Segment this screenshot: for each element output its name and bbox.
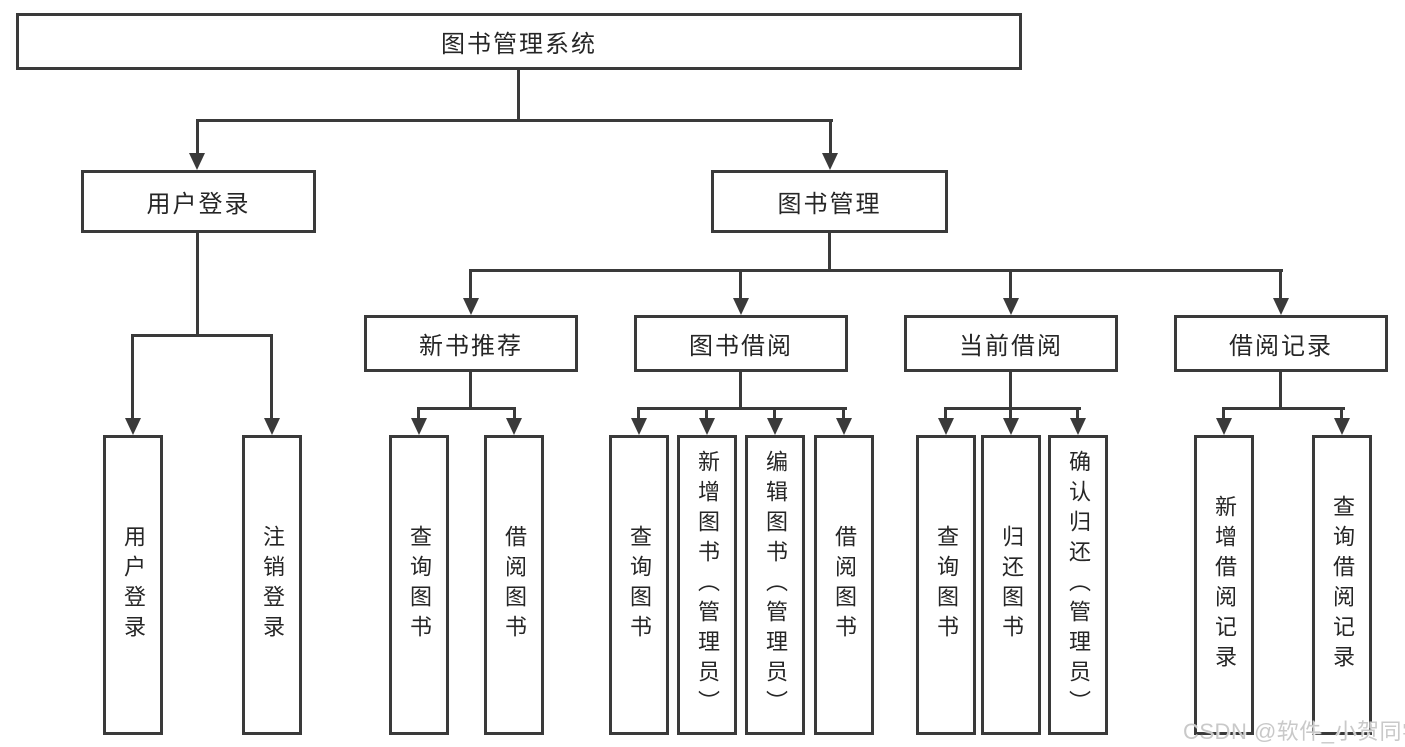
node-leaf-user-login-label: 用户登录 — [121, 525, 146, 645]
node-leaf-borrow-book-2-label: 借阅图书 — [832, 525, 857, 645]
connector-line — [513, 407, 516, 421]
connector-line — [196, 119, 833, 122]
connector-line — [1340, 407, 1343, 421]
connector-line — [196, 233, 199, 337]
node-borrow-record-label: 借阅记录 — [1229, 333, 1333, 360]
connector-line — [829, 119, 832, 156]
node-user-login: 用户登录 — [81, 170, 316, 233]
connector-line — [196, 119, 199, 156]
node-user-login-label: 用户登录 — [146, 191, 251, 218]
arrow-down-icon — [125, 418, 141, 435]
connector-line — [705, 407, 708, 421]
connector-line — [773, 407, 776, 421]
arrow-down-icon — [733, 298, 749, 315]
arrow-down-icon — [1216, 418, 1232, 435]
arrow-down-icon — [938, 418, 954, 435]
node-leaf-user-login: 用户登录 — [103, 435, 163, 735]
arrow-down-icon — [506, 418, 522, 435]
node-leaf-query-borrow-record-label: 查询借阅记录 — [1330, 495, 1355, 675]
node-leaf-return-book: 归还图书 — [981, 435, 1041, 735]
arrow-down-icon — [699, 418, 715, 435]
arrow-down-icon — [411, 418, 427, 435]
node-root-label: 图书管理系统 — [441, 31, 597, 58]
connector-line — [517, 69, 520, 120]
connector-line — [1009, 269, 1012, 300]
arrow-down-icon — [767, 418, 783, 435]
node-leaf-borrow-book-2: 借阅图书 — [814, 435, 874, 735]
node-book-borrow-label: 图书借阅 — [689, 333, 793, 360]
node-book-management: 图书管理 — [711, 170, 948, 233]
arrow-down-icon — [836, 418, 852, 435]
arrow-down-icon — [463, 298, 479, 315]
arrow-down-icon — [631, 418, 647, 435]
node-root: 图书管理系统 — [16, 13, 1022, 70]
arrow-down-icon — [1003, 418, 1019, 435]
arrow-down-icon — [822, 153, 838, 170]
node-new-book-recommend: 新书推荐 — [364, 315, 578, 372]
node-new-book-recommend-label: 新书推荐 — [419, 333, 523, 360]
node-leaf-borrow-book-1: 借阅图书 — [484, 435, 544, 735]
connector-line — [637, 407, 847, 410]
node-leaf-confirm-return-admin-label: 确认归还（管理员） — [1066, 450, 1091, 720]
connector-line — [131, 334, 134, 420]
arrow-down-icon — [189, 153, 205, 170]
node-leaf-logout-label: 注销登录 — [260, 525, 285, 645]
node-leaf-query-book-2: 查询图书 — [609, 435, 669, 735]
connector-line — [1222, 407, 1345, 410]
connector-line — [1222, 407, 1225, 421]
node-leaf-return-book-label: 归还图书 — [999, 525, 1024, 645]
connector-line — [1009, 372, 1012, 410]
node-leaf-query-book-2-label: 查询图书 — [627, 525, 652, 645]
connector-line — [842, 407, 845, 421]
connector-line — [1279, 372, 1282, 410]
connector-line — [739, 372, 742, 410]
connector-line — [944, 407, 947, 421]
connector-line — [469, 372, 472, 410]
node-leaf-query-borrow-record: 查询借阅记录 — [1312, 435, 1372, 735]
arrow-down-icon — [264, 418, 280, 435]
node-book-borrow: 图书借阅 — [634, 315, 848, 372]
node-leaf-add-borrow-record-label: 新增借阅记录 — [1212, 495, 1237, 675]
arrow-down-icon — [1273, 298, 1289, 315]
node-leaf-logout: 注销登录 — [242, 435, 302, 735]
node-leaf-add-book-admin: 新增图书（管理员） — [677, 435, 737, 735]
node-leaf-add-borrow-record: 新增借阅记录 — [1194, 435, 1254, 735]
connector-line — [417, 407, 420, 421]
node-leaf-edit-book-admin: 编辑图书（管理员） — [745, 435, 805, 735]
connector-line — [131, 334, 273, 337]
connector-line — [1076, 407, 1079, 421]
arrow-down-icon — [1070, 418, 1086, 435]
connector-line — [1279, 269, 1282, 300]
node-leaf-query-book-1: 查询图书 — [389, 435, 449, 735]
connector-line — [828, 233, 831, 272]
arrow-down-icon — [1003, 298, 1019, 315]
connector-line — [944, 407, 1081, 410]
node-borrow-record: 借阅记录 — [1174, 315, 1388, 372]
node-leaf-borrow-book-1-label: 借阅图书 — [502, 525, 527, 645]
node-leaf-query-book-3: 查询图书 — [916, 435, 976, 735]
node-leaf-confirm-return-admin: 确认归还（管理员） — [1048, 435, 1108, 735]
connector-line — [417, 407, 516, 410]
node-leaf-add-book-admin-label: 新增图书（管理员） — [695, 450, 720, 720]
node-current-borrow-label: 当前借阅 — [959, 333, 1063, 360]
arrow-down-icon — [1334, 418, 1350, 435]
connector-line — [469, 269, 1283, 272]
node-leaf-query-book-1-label: 查询图书 — [407, 525, 432, 645]
connector-line — [637, 407, 640, 421]
connector-line — [1009, 407, 1012, 421]
node-leaf-query-book-3-label: 查询图书 — [934, 525, 959, 645]
node-current-borrow: 当前借阅 — [904, 315, 1118, 372]
node-leaf-edit-book-admin-label: 编辑图书（管理员） — [763, 450, 788, 720]
node-book-management-label: 图书管理 — [777, 191, 882, 218]
connector-line — [270, 334, 273, 420]
csdn-watermark: CSDN @软件_小贺同学 — [1183, 719, 1405, 744]
connector-line — [469, 269, 472, 300]
connector-line — [739, 269, 742, 300]
